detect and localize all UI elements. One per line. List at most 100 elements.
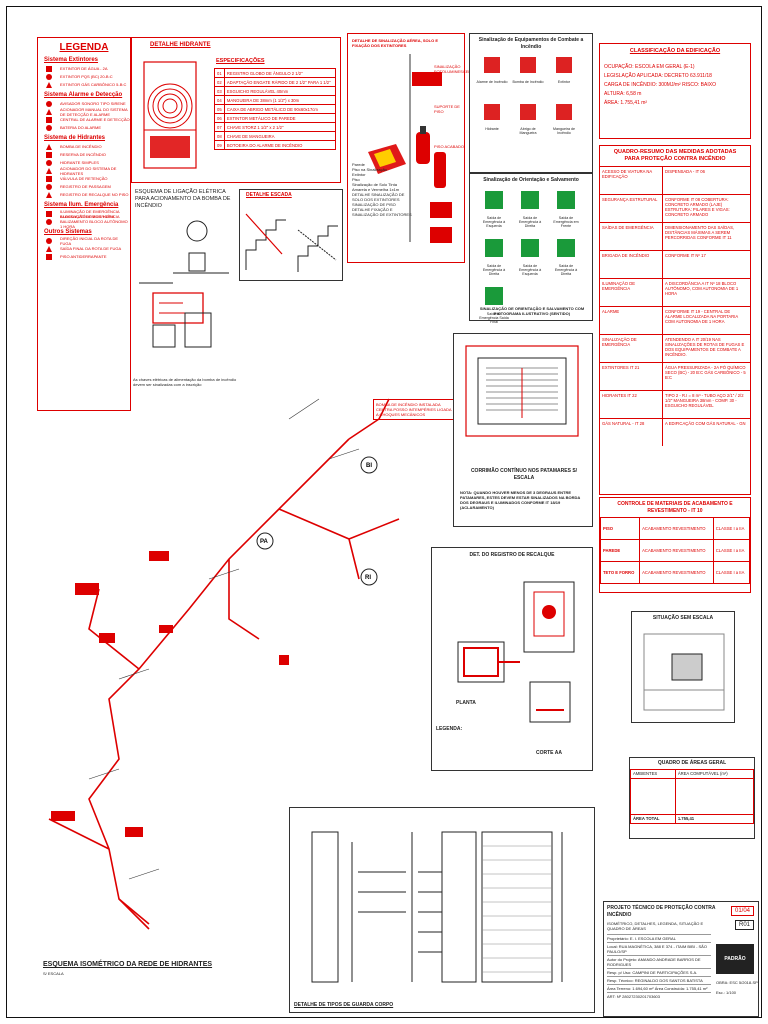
legend-item-label: BOMBA DE INCÊNDIO	[60, 144, 102, 149]
recalque-section-label: CORTE AA	[536, 750, 562, 756]
orientation-sign-item: Saída de Emergência à Direita	[548, 237, 584, 282]
orientation-sign-caption: Saída de Emergência em Frente	[553, 215, 579, 228]
equipment-sign-icon	[520, 104, 536, 120]
legend-item-label: VÁLVULA DE RETENÇÃO	[60, 176, 108, 181]
measure-label: GÁS NATURAL - IT 28	[602, 421, 645, 427]
signage-note: DETALHE FIXAÇÃO E SINALIZAÇÃO DE EXTINTO…	[352, 207, 412, 217]
situation-title: SITUAÇÃO SEM ESCALA	[652, 615, 714, 621]
legend-section-title: Sistema de Hidrantes	[44, 135, 106, 141]
spec-number: 02	[214, 77, 225, 87]
equipment-sign-item: Bomba de Incêndio	[510, 55, 546, 98]
spec-number: 03	[214, 86, 225, 96]
ri-label: RI	[365, 575, 371, 581]
legend-symbol-icon	[46, 175, 52, 182]
finish-type: ACABAMENTO REVESTIMENTO	[639, 539, 714, 562]
classification-row: LEGISLAÇÃO APLICADA: DECRETO 63.911/18	[604, 73, 712, 80]
legend-section-title: Outros Sistemas	[44, 229, 92, 235]
orientation-sign-item: Saída de Emergência à Direita	[476, 237, 512, 282]
signage-note: Parede	[352, 162, 365, 167]
exit-sign-icon	[557, 190, 575, 209]
title-block-line: Resp. Técnico: REGINALDO DOS SANTOS BATI…	[607, 976, 711, 984]
exit-sign-icon	[485, 190, 503, 209]
legend-item: AVISADOR SONORO TIPO SIRENE	[46, 100, 130, 107]
signage-note: Piso	[352, 177, 360, 182]
stair-plan-drawing	[465, 345, 579, 437]
equipment-sign-caption: Bomba de Incêndio	[512, 80, 544, 84]
legend-symbol-icon	[46, 191, 52, 198]
orientation-sign-item: Saída de Emergência em Frente	[548, 189, 584, 234]
exit-sign-icon	[557, 238, 575, 257]
equipment-sign-item: Hidrante	[474, 102, 510, 145]
equipment-sign-icon	[556, 104, 572, 120]
measure-label: SEGURANÇA ESTRUTURAL	[602, 197, 658, 203]
legend-symbol-icon	[46, 237, 52, 244]
signage-note: Sinalização de Solo Tinta Amarela e Verm…	[352, 182, 400, 192]
finish-element: PAREDE	[599, 539, 641, 562]
orientation-sign-caption: Saída de Emergência à Esquerda	[482, 215, 506, 228]
recalque-legend-title: LEGENDA:	[436, 726, 463, 732]
legend-symbol-icon	[46, 253, 52, 260]
equipment-sign-icon	[484, 57, 500, 73]
spec-number: 04	[214, 95, 225, 105]
legend-symbol-icon	[46, 100, 52, 107]
legend-item: DIREÇÃO INICIAL DA ROTA DE FUGA	[46, 236, 130, 246]
bi-label: BI	[366, 463, 372, 469]
title-block-line: Resp. p/ Uso: CAMPINI DE PARTICIPAÇÕES S…	[607, 968, 711, 976]
orientation-signs-panel: Sinalização de Orientação e Salvamento S…	[469, 173, 593, 324]
recalque-plan-label: PLANTA	[456, 700, 476, 706]
orientation-sign-item: Saída de Emergência à Direita	[512, 189, 548, 234]
legend-item-label: AVISADOR SONORO TIPO SIRENE	[60, 101, 126, 106]
legend-item-label: REGISTRO DE PASSAGEM	[60, 184, 111, 189]
exit-sign-icon	[521, 238, 539, 257]
legend-item-label: EXTINTOR GÁS CARBÔNICO 5-B:C	[60, 82, 127, 87]
pa-label: PA	[260, 539, 269, 545]
legend-symbol-icon	[46, 151, 52, 158]
specs-title: ESPECIFICAÇÕES	[216, 58, 265, 64]
title-block-line: Local: RUA MAGNÉTICA, 388 E 374 - ITAIM …	[607, 942, 711, 955]
legend-item: CENTRAL DE ALARME E DETECÇÃO	[46, 116, 130, 123]
legend-item: ILUMINAÇÃO DE EMERGÊNCIA BLOCO AUTÔNOMO …	[46, 209, 130, 219]
areas-title: QUADRO DE ÁREAS GERAL	[657, 760, 727, 766]
legend-item: EXTINTOR GÁS CARBÔNICO 5-B:C	[46, 81, 130, 88]
legend-item: REGISTRO DE RECALQUE NO PISO	[46, 191, 130, 198]
signage-side-label: SINALIZAÇÃO FOTOLUMINESCENTE	[434, 64, 477, 74]
classification-row: ALTURA: 6,58 m	[604, 91, 642, 98]
finish-type: ACABAMENTO REVESTIMENTO	[639, 517, 714, 540]
orientation-signs-title: Sinalização de Orientação e Salvamento	[483, 177, 579, 183]
equipment-sign-caption: Abrigo de Mangueira	[519, 127, 537, 135]
sheet-id: OBRA: ESC 5/2018-SP	[716, 980, 758, 985]
measure-value: DIMENSIONAMENTO DAS SAÍDAS, DISTÂNCIAS M…	[662, 223, 750, 251]
equipment-signs-panel: Sinalização de Equipamentos de Combate a…	[469, 33, 593, 173]
title-block-line: Área Terreno: 1.694,60 m² Área Construíd…	[607, 984, 711, 992]
legend-symbol-icon	[46, 81, 52, 88]
classification-row: ÁREA: 1.755,41 m²	[604, 100, 648, 107]
spec-number: 09	[214, 140, 225, 150]
classification-row: CARGA DE INCÊNDIO: 300MJ/m² RISCO: BAIXO	[604, 82, 716, 89]
legend-item: EXTINTOR DE ÁGUA - 2A	[46, 65, 130, 72]
legend-symbol-icon	[46, 116, 52, 123]
orientation-sign-caption: Saída de Emergência à Direita	[554, 263, 578, 276]
extinguisher-wall-drawing	[368, 54, 452, 243]
legend-section-title: Sistema Extintores	[44, 57, 99, 63]
electrical-note: As chaves elétricas de alimentação da bo…	[133, 377, 237, 387]
legend-item: ACIONADOR MANUAL DO SISTEMA DE DETECÇÃO …	[46, 107, 130, 117]
legend-symbol-icon	[46, 159, 52, 166]
stair-drawing	[245, 213, 338, 272]
stair-plan-panel: CORRIMÃO CONTÍNUO NOS PATAMARES S/ ESCAL…	[453, 333, 593, 527]
legend-item: EXTINTOR PQS (BC) 20-B:C	[46, 73, 130, 80]
spec-number: 07	[214, 122, 225, 132]
